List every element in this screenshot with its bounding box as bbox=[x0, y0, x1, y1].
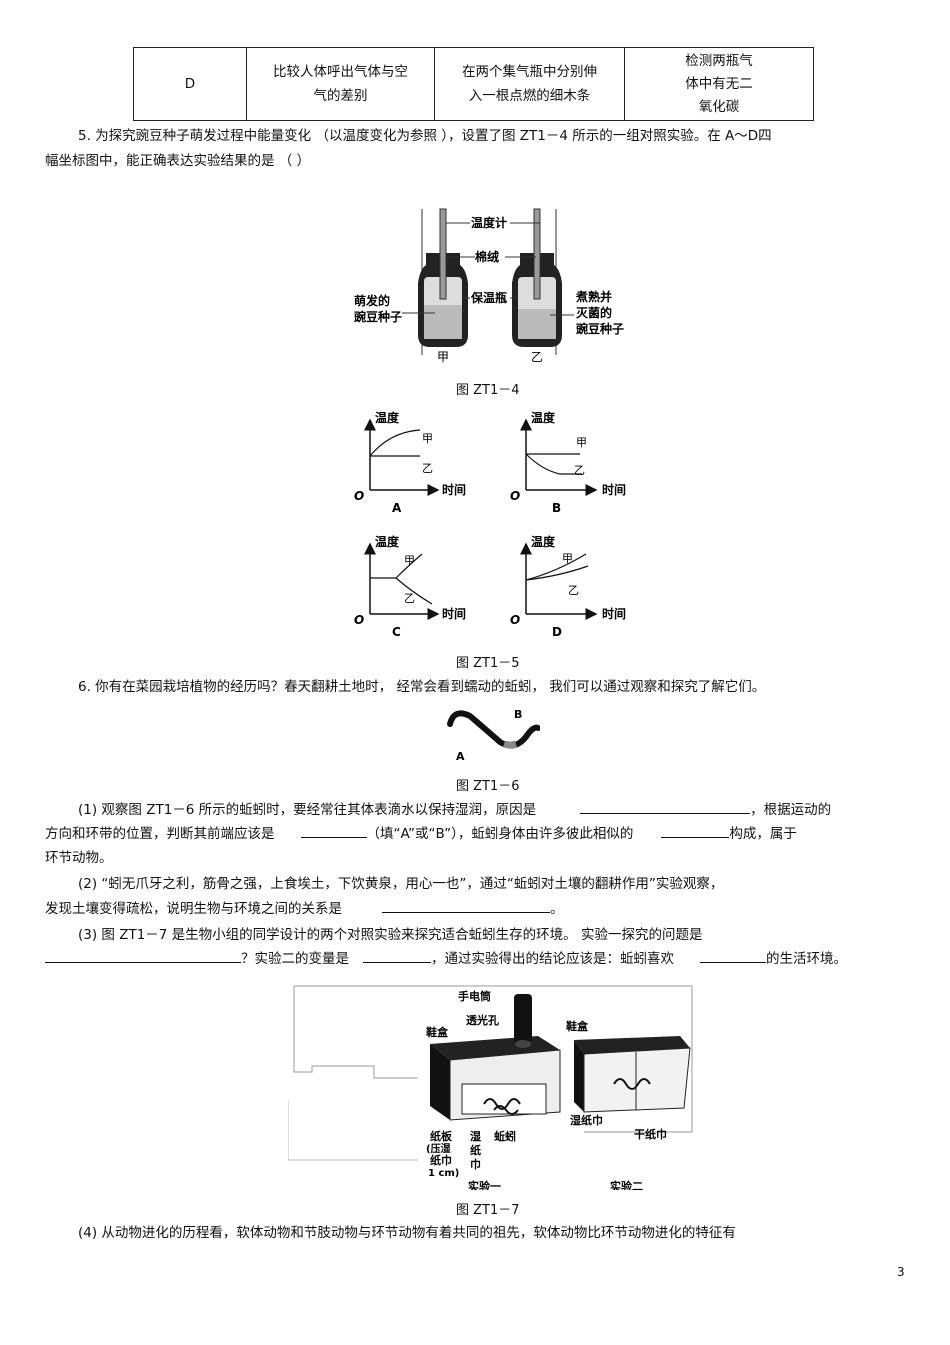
fig4-caption: 图 ZT1－4 bbox=[456, 383, 520, 398]
blank-3[interactable] bbox=[661, 822, 730, 838]
figure-zt1-7: 手电筒 透光孔 鞋盒 鞋盒 纸板 (压湿 纸巾 1 cm) 湿 纸 巾 蚯蚓 湿… bbox=[288, 985, 693, 1190]
label-flask: 保温瓶 bbox=[470, 290, 507, 305]
graph-a: 温度 时间 O 甲 乙 A bbox=[354, 410, 466, 515]
label-yi: 乙 bbox=[531, 350, 543, 364]
earthworm-icon bbox=[447, 710, 540, 749]
svg-text:O: O bbox=[510, 613, 520, 627]
q5-line2: 幅坐标图中，能正确表达实验结果的是 （ ） bbox=[45, 153, 311, 169]
svg-text:乙: 乙 bbox=[404, 592, 415, 605]
q6-3-line2: ？实验二的变量是，通过实验得出的结论应该是：蚯蚓喜欢的生活环境。 bbox=[45, 947, 905, 971]
svg-text:透光孔: 透光孔 bbox=[466, 1013, 499, 1027]
svg-text:甲: 甲 bbox=[576, 436, 587, 449]
svg-text:温度: 温度 bbox=[375, 534, 400, 549]
flask-yi bbox=[512, 208, 562, 347]
svg-text:甲: 甲 bbox=[404, 554, 415, 567]
svg-text:纸板: 纸板 bbox=[430, 1129, 453, 1143]
blank-6[interactable] bbox=[363, 947, 431, 963]
svg-text:湿: 湿 bbox=[470, 1129, 481, 1143]
blank-7[interactable] bbox=[700, 947, 766, 963]
svg-text:纸巾: 纸巾 bbox=[430, 1153, 452, 1167]
svg-text:O: O bbox=[354, 613, 364, 627]
svg-text:蚯蚓: 蚯蚓 bbox=[494, 1129, 516, 1143]
blank-2[interactable] bbox=[300, 822, 367, 838]
svg-text:豌豆种子: 豌豆种子 bbox=[576, 321, 624, 336]
option-letter: D bbox=[133, 47, 247, 121]
svg-text:湿纸巾: 湿纸巾 bbox=[570, 1113, 603, 1127]
q6-2-line1: (2) “蚓无爪牙之利，筋骨之强，上食埃土，下饮黄泉，用心一也”，通过“蚯蚓对土… bbox=[78, 876, 724, 892]
option-table: D 比较人体呼出气体与空气的差别 在两个集气瓶中分别伸入一根点燃的细木条 检测两… bbox=[133, 47, 814, 121]
svg-text:甲: 甲 bbox=[562, 552, 573, 565]
q5-line1: 5. 为探究豌豆种子萌发过程中能量变化 （以温度变化为参照 ），设置了图 ZT1… bbox=[78, 128, 772, 144]
svg-text:灭菌的: 灭菌的 bbox=[575, 305, 612, 320]
q6-1-line3: 环节动物。 bbox=[45, 850, 113, 866]
label-cotton: 棉绒 bbox=[475, 249, 499, 264]
q6-4: (4) 从动物进化的历程看，软体动物和节肢动物与环节动物有着共同的祖先，软体动物… bbox=[78, 1225, 736, 1241]
svg-text:时间: 时间 bbox=[602, 606, 626, 621]
svg-text:乙: 乙 bbox=[574, 464, 585, 477]
svg-text:手电筒: 手电筒 bbox=[458, 989, 491, 1003]
label-boiled: 煮熟并 bbox=[575, 289, 612, 304]
svg-text:鞋盒: 鞋盒 bbox=[426, 1025, 449, 1039]
svg-text:B: B bbox=[514, 708, 522, 721]
svg-text:豌豆种子: 豌豆种子 bbox=[354, 309, 402, 324]
graph-b-letter: B bbox=[552, 501, 561, 515]
svg-text:时间: 时间 bbox=[442, 482, 466, 497]
graph-a-letter: A bbox=[392, 501, 402, 515]
svg-text:乙: 乙 bbox=[422, 462, 433, 475]
page-number: 3 bbox=[897, 1265, 905, 1279]
figure-zt1-4: 温度计 棉绒 保温瓶 萌发的 豌豆种子 煮熟并 灭菌的 豌豆种子 甲 乙 bbox=[354, 208, 624, 364]
graph-b: 温度 时间 O 甲 乙 B bbox=[510, 410, 626, 515]
q6-2-line2: 发现土壤变得疏松，说明生物与环境之间的关系是。 bbox=[45, 897, 905, 921]
svg-text:时间: 时间 bbox=[442, 606, 466, 621]
fig5-caption: 图 ZT1－5 bbox=[456, 656, 520, 671]
shoebox-exp1 bbox=[430, 994, 561, 1121]
label-germinating: 萌发的 bbox=[354, 293, 390, 308]
flashlight-icon bbox=[514, 994, 532, 1044]
svg-text:温度: 温度 bbox=[531, 534, 556, 549]
svg-text:巾: 巾 bbox=[470, 1157, 481, 1171]
svg-text:A: A bbox=[456, 750, 465, 763]
q6-1-line1: (1) 观察图 ZT1－6 所示的蚯蚓时，要经常往其体表滴水以保持湿润，原因是，… bbox=[78, 798, 908, 822]
shoebox-exp2 bbox=[574, 1036, 691, 1113]
blank-5[interactable] bbox=[45, 947, 241, 963]
label-exp1: 实验一 bbox=[468, 1179, 501, 1190]
svg-text:温度: 温度 bbox=[375, 410, 400, 425]
figure-zt1-5: 温度 时间 O 甲 乙 A 温度 时间 O 甲 乙 B 温度 时间 O 甲 乙 … bbox=[354, 410, 626, 639]
svg-text:(压湿: (压湿 bbox=[426, 1142, 451, 1155]
graph-d-letter: D bbox=[552, 625, 562, 639]
label-exp2: 实验二 bbox=[610, 1179, 643, 1190]
q6-3-line1: (3) 图 ZT1－7 是生物小组的同学设计的两个对照实验来探究适合蚯蚓生存的环… bbox=[78, 927, 703, 943]
graph-c: 温度 时间 O 甲 乙 C bbox=[354, 534, 466, 639]
svg-text:鞋盒: 鞋盒 bbox=[566, 1019, 589, 1033]
svg-text:O: O bbox=[354, 489, 364, 503]
fig6-caption: 图 ZT1－6 bbox=[456, 779, 520, 794]
svg-text:纸: 纸 bbox=[470, 1143, 481, 1157]
option-row-d: D 比较人体呼出气体与空气的差别 在两个集气瓶中分别伸入一根点燃的细木条 检测两… bbox=[133, 47, 814, 121]
svg-text:甲: 甲 bbox=[422, 432, 433, 445]
graph-c-letter: C bbox=[392, 625, 401, 639]
svg-text:干纸巾: 干纸巾 bbox=[634, 1127, 667, 1141]
blank-4[interactable] bbox=[382, 897, 550, 913]
option-purpose: 比较人体呼出气体与空气的差别 bbox=[246, 47, 435, 121]
svg-text:温度: 温度 bbox=[531, 410, 556, 425]
fig7-caption: 图 ZT1－7 bbox=[456, 1203, 520, 1218]
option-result: 检测两瓶气体中有无二氧化碳 bbox=[624, 47, 814, 121]
svg-text:时间: 时间 bbox=[602, 482, 626, 497]
q6-intro: 6. 你有在菜园栽培植物的经历吗？春天翻耕土地时， 经常会看到蠕动的蚯蚓， 我们… bbox=[78, 679, 766, 695]
svg-text:1 cm): 1 cm) bbox=[428, 1168, 459, 1179]
q6-1-line2: 方向和环带的位置，判断其前端应该是（填“A”或“B”），蚯蚓身体由许多彼此相似的… bbox=[45, 822, 905, 846]
label-jia: 甲 bbox=[437, 350, 449, 364]
blank-1[interactable] bbox=[580, 798, 751, 814]
flask-jia bbox=[418, 208, 468, 347]
svg-text:乙: 乙 bbox=[568, 584, 579, 597]
option-method: 在两个集气瓶中分别伸入一根点燃的细木条 bbox=[434, 47, 625, 121]
label-thermometer: 温度计 bbox=[471, 215, 507, 230]
graph-d: 温度 时间 O 甲 乙 D bbox=[510, 534, 626, 639]
svg-text:O: O bbox=[510, 489, 520, 503]
figure-zt1-6: B A bbox=[447, 708, 540, 763]
